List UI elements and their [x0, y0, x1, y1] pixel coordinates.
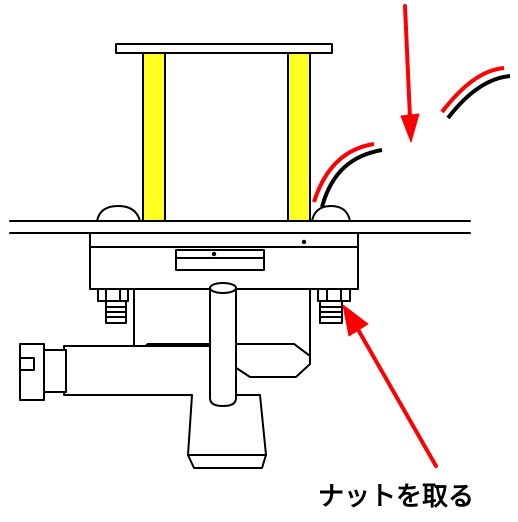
- dome-cap-left: [96, 205, 141, 222]
- arrow-nut-head: [342, 304, 369, 337]
- wire-near-red: [312, 142, 375, 203]
- wire-far-black: [446, 74, 511, 120]
- nut-left: [97, 288, 129, 302]
- connector-mid: [41, 349, 67, 393]
- yellow-post-left: [142, 52, 166, 222]
- dome-cap-right: [311, 205, 351, 222]
- body-dot-right: [301, 239, 307, 245]
- arrow-top-head: [400, 113, 420, 143]
- top-plate: [115, 43, 333, 54]
- body-slot: [175, 249, 265, 271]
- shaft-top: [209, 282, 237, 294]
- connector-tab: [19, 357, 35, 371]
- yellow-post-right: [287, 52, 311, 222]
- wire-far-red: [440, 66, 505, 114]
- connector-end: [19, 343, 45, 401]
- arrow-top-shaft: [403, 4, 412, 120]
- arrow-nut-shaft: [354, 324, 438, 468]
- shaft-cylinder: [209, 287, 237, 407]
- caption-remove-nut: ナットを取る: [318, 482, 475, 512]
- nut-right: [317, 288, 351, 302]
- wire-near-black: [320, 148, 383, 208]
- body-dot-left: [211, 251, 217, 257]
